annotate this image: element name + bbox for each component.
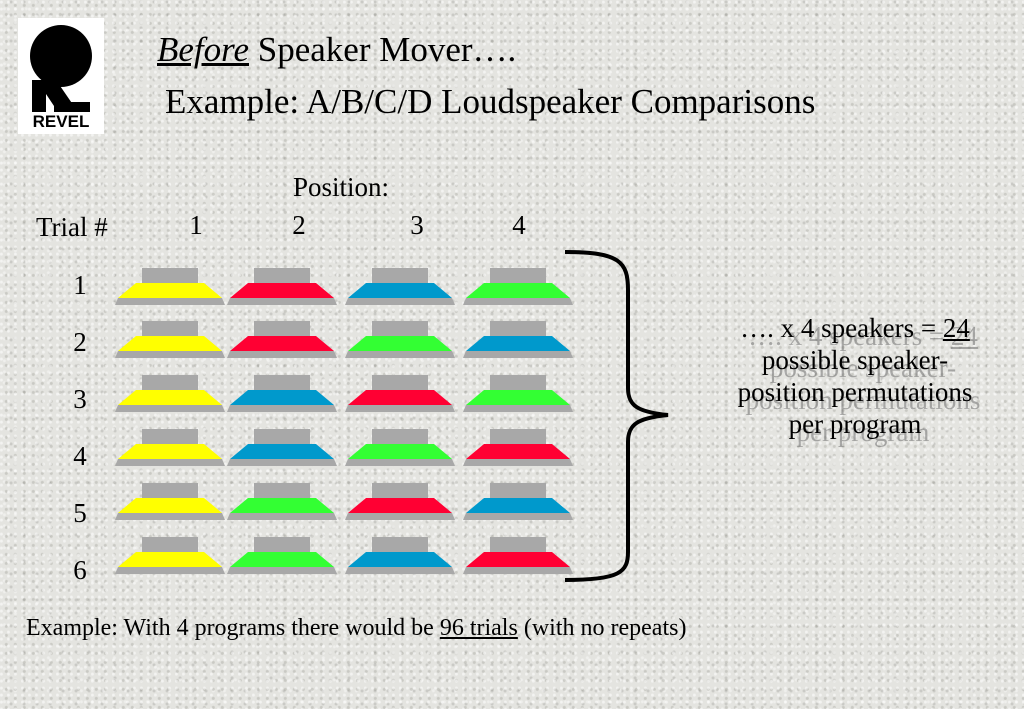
permutations-line-2: possible speaker- [761,345,949,375]
footer-trials: 96 trials [439,615,518,641]
speaker-blue-trial4-pos2 [227,429,337,466]
title-rest: Speaker Mover…. [249,30,517,69]
speaker-red-trial4-pos4 [463,429,573,466]
speaker-blue-trial1-pos3 [345,268,455,305]
permutations-line-3: position permutations [737,377,973,407]
speaker-green-trial1-pos4 [463,268,573,305]
trial-label: Trial # [36,212,108,242]
speaker-yellow-trial6-pos1 [115,537,225,574]
position-label: Position: [293,172,390,202]
position-header-3: 3 [410,210,424,240]
speaker-red-trial6-pos4 [463,537,573,574]
position-header-2: 2 [292,210,306,240]
speaker-green-trial5-pos2 [227,483,337,520]
speaker-green-trial4-pos3 [345,429,455,466]
speaker-yellow-trial5-pos1 [115,483,225,520]
permutations-note: …. x 4 speakers = 24 possible speaker- p… [680,312,1024,447]
speaker-red-trial3-pos3 [345,375,455,412]
speaker-red-trial1-pos2 [227,268,337,305]
trial-row-label-2: 2 [73,327,87,357]
speaker-red-trial2-pos2 [227,321,337,358]
speaker-green-trial2-pos3 [345,321,455,358]
footer-prefix: Example: With 4 programs there would be [26,615,440,641]
trial-row-label-1: 1 [73,270,87,300]
speaker-green-trial6-pos2 [227,537,337,574]
permutations-prefix: …. x 4 speakers = [740,313,943,343]
title-emphasis: Before [157,30,249,69]
svg-text:REVEL: REVEL [33,112,90,131]
footer-suffix: (with no repeats) [517,615,687,641]
speaker-blue-trial2-pos4 [463,321,573,358]
footer-example: Example: With 4 programs there would be … [26,615,686,642]
permutations-note-shadow: …. x 4 speakers = 24 possible speaker- p… [745,321,981,447]
speaker-yellow-trial1-pos1 [115,268,225,305]
permutations-count: 24 [942,313,970,343]
speaker-red-trial5-pos3 [345,483,455,520]
speaker-yellow-trial4-pos1 [115,429,225,466]
revel-logo: REVEL [18,18,104,134]
speaker-blue-trial6-pos3 [345,537,455,574]
trial-row-label-5: 5 [73,498,87,528]
position-header-4: 4 [512,210,526,240]
title-line-1: Before Speaker Mover…. [157,30,516,70]
trial-row-label-3: 3 [73,384,87,414]
speaker-blue-trial5-pos4 [463,483,573,520]
trial-row-label-4: 4 [73,441,87,471]
title-line-2: Example: A/B/C/D Loudspeaker Comparisons [165,82,816,121]
speaker-yellow-trial2-pos1 [115,321,225,358]
speaker-blue-trial3-pos2 [227,375,337,412]
trial-row-label-6: 6 [73,555,87,585]
speaker-green-trial3-pos4 [463,375,573,412]
speaker-yellow-trial3-pos1 [115,375,225,412]
position-header-1: 1 [189,210,203,240]
permutations-line-4: per program [788,409,922,439]
